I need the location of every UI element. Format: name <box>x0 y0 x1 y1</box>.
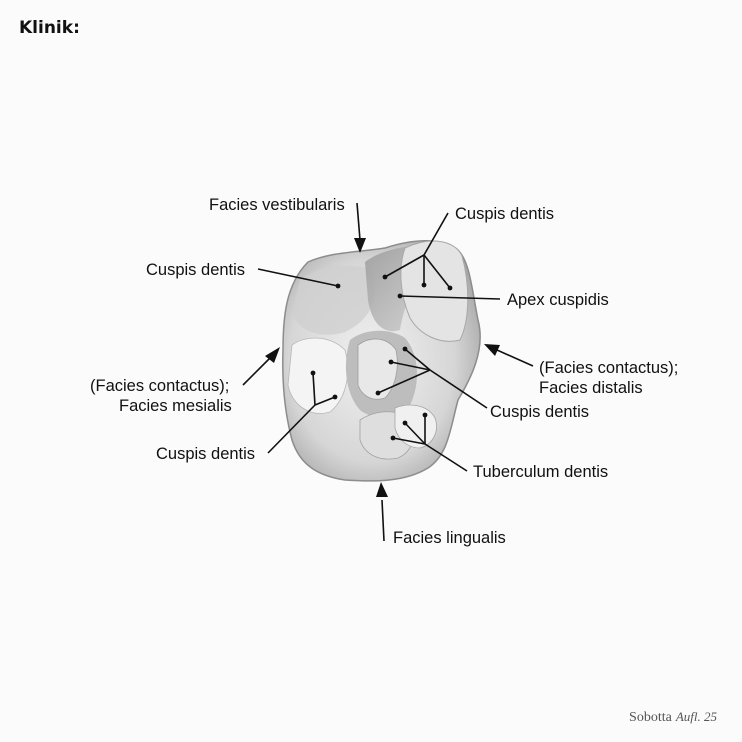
arrow-mesialis-icon <box>265 347 280 363</box>
arrow-vestibularis-icon <box>354 238 366 253</box>
arrow-lingualis-icon <box>376 482 388 497</box>
edition-label: Aufl. 25 <box>675 709 717 724</box>
label-tuberculum-dentis: Tuberculum dentis <box>473 463 608 481</box>
label-cuspis-right-center: Cuspis dentis <box>490 403 589 421</box>
label-facies-vestibularis: Facies vestibularis <box>209 196 345 214</box>
pointer-dots <box>310 274 453 441</box>
label-facies-mesialis-line2: Facies mesialis <box>119 397 232 415</box>
tooth-illustration <box>282 240 481 482</box>
label-cuspis-top-right: Cuspis dentis <box>455 205 554 223</box>
arrowheads <box>265 238 500 497</box>
publisher-name: Sobotta <box>629 710 672 725</box>
label-facies-distalis-line2: Facies distalis <box>539 379 643 397</box>
label-facies-distalis-line1: (Facies contactus); <box>539 359 678 377</box>
leader-lines <box>242 202 534 542</box>
arrow-distalis-icon <box>484 344 500 356</box>
label-facies-mesialis-line1: (Facies contactus); <box>90 377 229 395</box>
label-cuspis-left: Cuspis dentis <box>146 261 245 279</box>
page-heading: Klinik: <box>19 18 80 38</box>
label-facies-lingualis: Facies lingualis <box>393 529 506 547</box>
label-cuspis-bottom-left: Cuspis dentis <box>156 445 255 463</box>
label-apex-cuspidis: Apex cuspidis <box>507 291 609 309</box>
